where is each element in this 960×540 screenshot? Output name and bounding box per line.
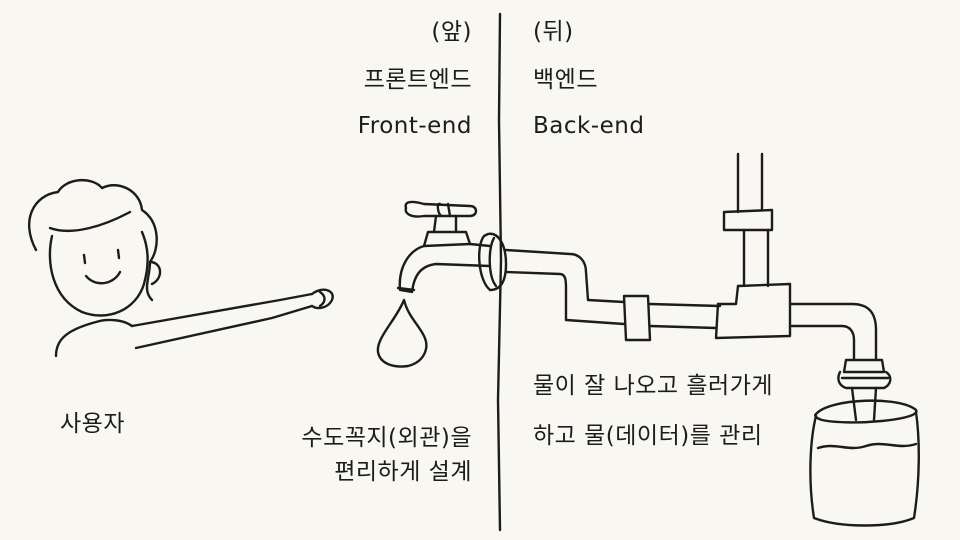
back-end-description-line2: 하고 물(데이터)를 관리 xyxy=(533,423,763,449)
back-end-description-line1: 물이 잘 나오고 흘러가게 xyxy=(533,373,774,399)
front-end-paren-label: (앞) xyxy=(431,19,472,45)
front-end-description-line2: 편리하게 설계 xyxy=(334,459,472,485)
water-drop-icon xyxy=(376,298,428,368)
pipe-icon xyxy=(504,152,892,422)
user-label: 사용자 xyxy=(60,411,125,437)
back-end-korean-label: 백엔드 xyxy=(533,67,598,93)
water-bucket-icon xyxy=(809,399,920,527)
back-end-paren-label: (뒤) xyxy=(533,19,574,45)
back-end-english-label: Back-end xyxy=(533,113,645,139)
faucet-icon xyxy=(396,200,508,294)
front-end-description-line1: 수도꼭지(외관)을 xyxy=(301,425,472,451)
user-figure-icon xyxy=(27,179,334,358)
front-end-korean-label: 프론트엔드 xyxy=(363,67,472,93)
divider-line xyxy=(496,12,503,532)
front-end-english-label: Front-end xyxy=(357,113,472,139)
